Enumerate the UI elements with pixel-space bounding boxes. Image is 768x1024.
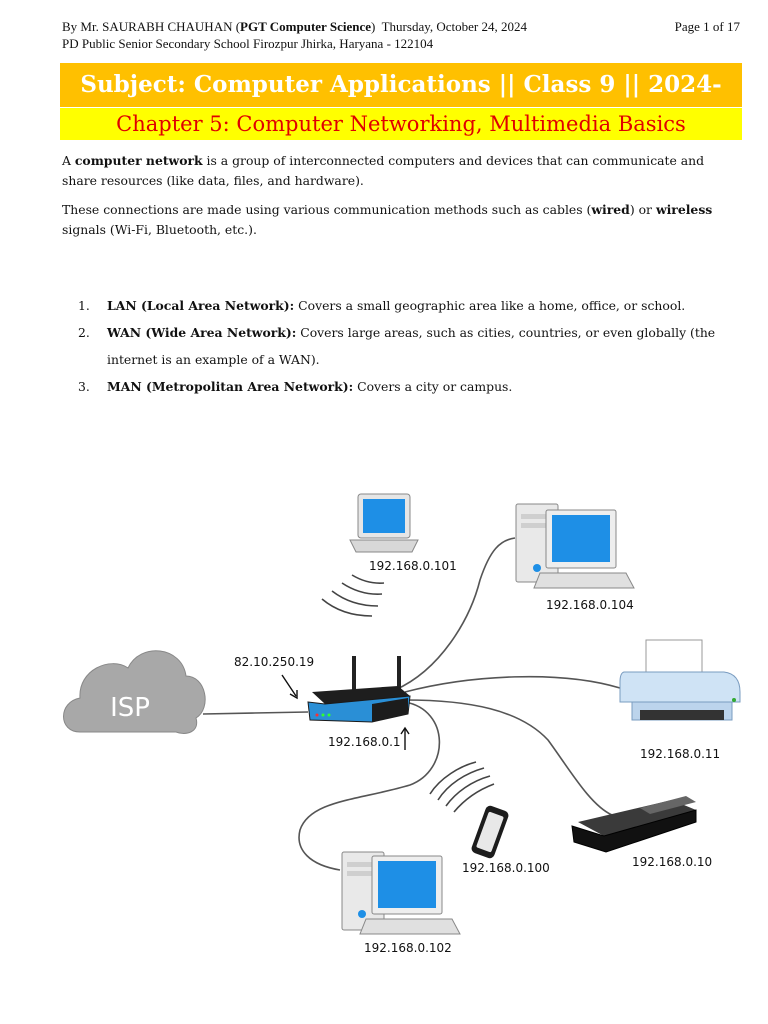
printer-icon [619, 639, 741, 721]
console-ip: 192.168.0.10 [632, 855, 712, 869]
cables [202, 537, 621, 871]
connections-paragraph: These connections are made using various… [62, 202, 713, 237]
subject-banner: Subject: Computer Applications || Class … [60, 63, 742, 142]
page-header: By Mr. SAURABH CHAUHAN (PGT Computer Sci… [62, 18, 740, 52]
router-public-ip: 82.10.250.19 [234, 655, 314, 669]
definition-paragraph: A computer network is a group of interco… [62, 153, 705, 188]
arrow-icon [281, 674, 298, 700]
wifi-signal-icon [429, 761, 495, 813]
page-number: Page 1 of 17 [674, 19, 740, 34]
router-ip: 192.168.0.1 [328, 735, 401, 749]
header-date: Thursday, October 24, 2024 [381, 19, 527, 34]
desktop-bottom-ip: 192.168.0.102 [364, 941, 452, 955]
smartphone-icon [471, 805, 509, 859]
arrow-icon [400, 726, 410, 750]
laptop-icon [349, 493, 419, 553]
desktop-icon [341, 851, 461, 935]
desktop-icon [515, 503, 635, 589]
network-types-list: 1.LAN (Local Area Network): Covers a sma… [78, 292, 738, 400]
laptop-ip: 192.168.0.101 [369, 559, 457, 573]
chapter-banner: Chapter 5: Computer Networking, Multimed… [60, 108, 742, 140]
list-item: 2.WAN (Wide Area Network): Covers large … [78, 325, 716, 367]
phone-ip: 192.168.0.100 [462, 861, 550, 875]
desktop-top-ip: 192.168.0.104 [546, 598, 634, 612]
author-line: By Mr. SAURABH CHAUHAN (PGT Computer Sci… [62, 19, 527, 34]
list-item: 3.MAN (Metropolitan Area Network): Cover… [78, 379, 513, 394]
wifi-signal-icon [321, 574, 385, 617]
cloud-icon: ISP [63, 650, 206, 734]
school-name: PD Public Senior Secondary School Firozp… [62, 36, 434, 51]
game-console-icon [571, 796, 697, 853]
router-icon [307, 656, 411, 723]
list-item: 1.LAN (Local Area Network): Covers a sma… [78, 298, 686, 313]
isp-label: ISP [110, 693, 150, 723]
printer-ip: 192.168.0.11 [640, 747, 720, 761]
network-diagram: ISP 82.10.250.19 192.168.0.1 192.168.0.1… [63, 493, 741, 955]
